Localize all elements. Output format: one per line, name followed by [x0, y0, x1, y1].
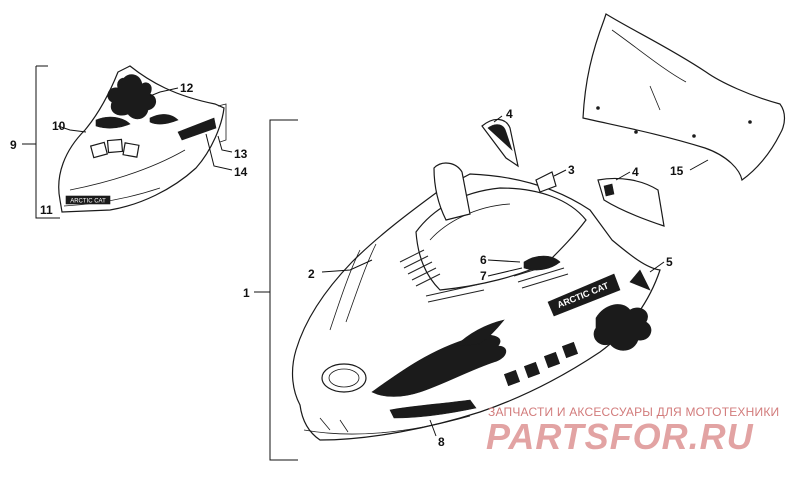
callout-9: 9: [10, 138, 17, 152]
flap-part-4-upper: [481, 118, 519, 168]
callout-2: 2: [308, 267, 315, 281]
callout-4-upper: 4: [506, 107, 513, 121]
hood-part-2: ARCTIC CAT: [291, 173, 661, 441]
callout-8: 8: [438, 435, 445, 449]
bracket-part-3: [535, 171, 557, 193]
bracket-group-9: [22, 65, 60, 219]
callout-7: 7: [480, 269, 487, 283]
callout-labels: 9 10 11 12 13 14 4 3 4 15 5 6 7 2 1 8: [10, 81, 684, 449]
leader-lines: [57, 87, 709, 437]
callout-11: 11: [40, 203, 53, 217]
callout-1: 1: [243, 286, 250, 300]
callout-4-right: 4: [632, 165, 639, 179]
pod-left: [433, 162, 471, 221]
panel-part-4-right: [597, 177, 665, 227]
callout-10: 10: [52, 119, 66, 133]
watermark-tagline: ЗАПЧАСТИ И АКСЕССУАРЫ ДЛЯ МОТОТЕХНИКИ: [488, 405, 780, 419]
callout-15: 15: [670, 164, 684, 178]
nose-decal-text: ARCTIC CAT: [70, 199, 106, 205]
callout-3: 3: [568, 163, 575, 177]
nose-cap-part-10: ARCTIC CAT: [58, 65, 227, 213]
watermark-logo: PARTSFOR.RU: [486, 416, 754, 457]
bracket-group-1: [254, 119, 298, 461]
callout-14: 14: [234, 165, 248, 179]
callout-5: 5: [666, 255, 673, 269]
windshield-part-15: [582, 13, 786, 182]
callout-13: 13: [234, 147, 248, 161]
callout-6: 6: [480, 253, 487, 267]
callout-12: 12: [180, 81, 194, 95]
